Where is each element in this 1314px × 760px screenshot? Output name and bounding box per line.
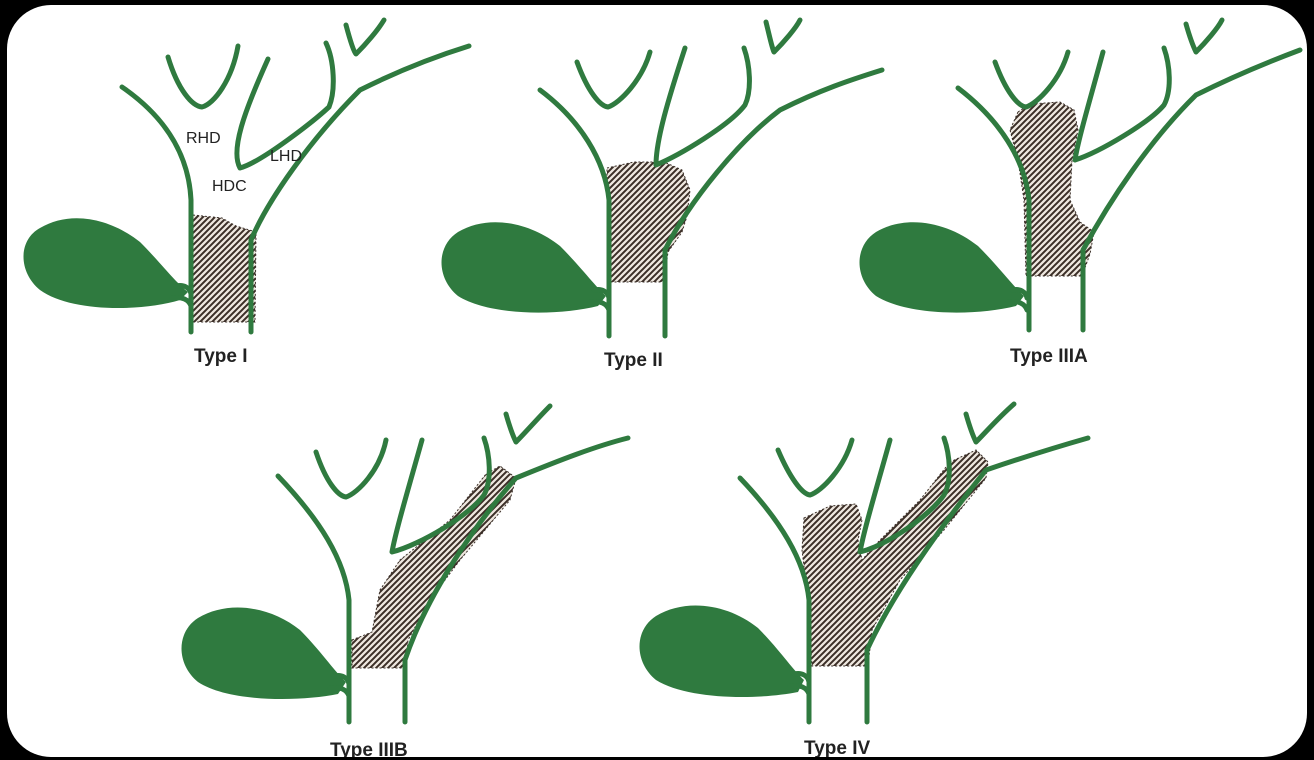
type-iv-caption: Type IV — [804, 738, 870, 757]
type-i-caption: Type I — [194, 346, 248, 367]
type-iiia-caption: Type IIIA — [1010, 346, 1088, 367]
left-branch — [656, 48, 749, 165]
diagram-type-4: Type IV — [640, 404, 1089, 757]
right-branch — [577, 52, 650, 107]
gallbladder — [182, 608, 347, 699]
left-duct-wall — [1083, 50, 1300, 330]
tumor-region — [352, 466, 516, 668]
left-branch — [966, 404, 1014, 442]
tumor-region — [607, 162, 690, 282]
left-branch — [766, 20, 800, 52]
bismuth-classification-diagram: RHD LHD HDC Type I Type II Type IIIA — [7, 5, 1307, 757]
left-branch — [506, 406, 550, 442]
lhd-label: LHD — [270, 148, 302, 165]
right-branch — [168, 46, 238, 107]
tumor-region — [192, 215, 256, 322]
left-duct-wall — [867, 438, 1088, 722]
type-iiib-caption: Type IIIB — [330, 740, 408, 757]
left-duct-wall — [251, 46, 469, 332]
left-duct-wall — [665, 70, 882, 336]
gallbladder — [640, 606, 805, 697]
hdc-label: HDC — [212, 178, 247, 195]
gallbladder — [442, 222, 607, 312]
diagram-type-3a: Type IIIA — [860, 20, 1301, 367]
gallbladder — [24, 218, 189, 308]
diagram-type-1: RHD LHD HDC Type I — [24, 20, 470, 367]
type-ii-caption: Type II — [604, 350, 663, 371]
diagram-type-3b: Type IIIB — [182, 406, 629, 757]
diagram-type-2: Type II — [442, 20, 883, 371]
right-branch — [995, 52, 1068, 107]
left-branch — [346, 20, 384, 54]
diagram-panel: RHD LHD HDC Type I Type II Type IIIA — [7, 5, 1307, 757]
right-branch — [778, 440, 852, 495]
cystic-duct — [172, 297, 191, 306]
right-branch — [316, 440, 386, 497]
left-branch — [1186, 20, 1222, 52]
rhd-label: RHD — [186, 130, 221, 147]
gallbladder — [860, 222, 1025, 312]
